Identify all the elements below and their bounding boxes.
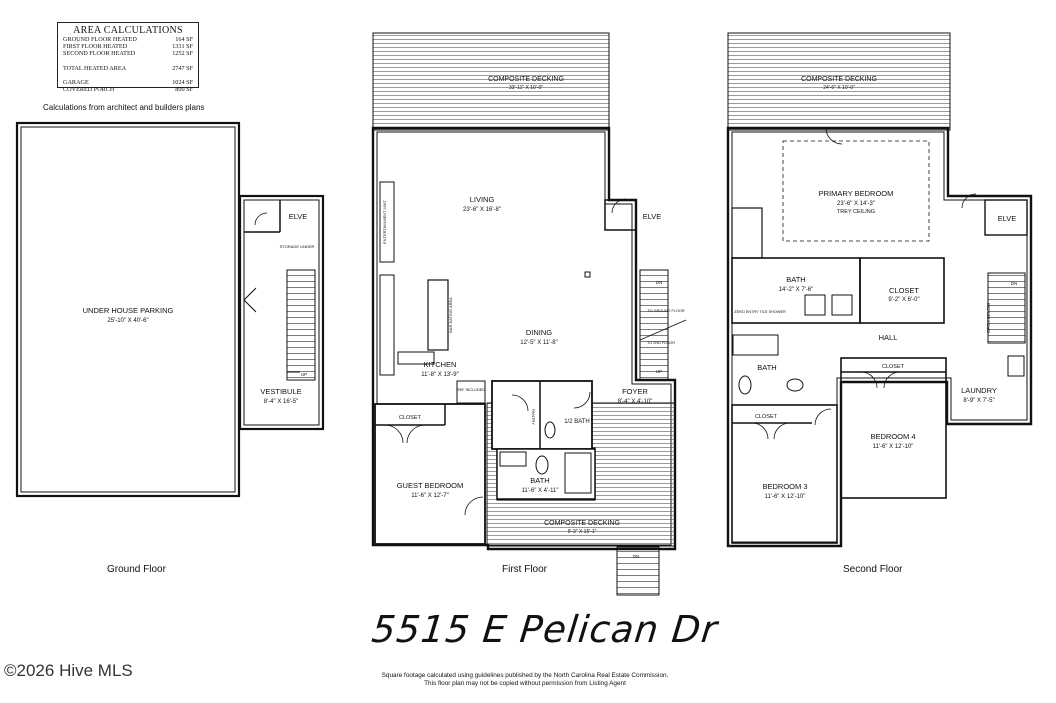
shower-label: ZERO ENTRY TILE SHOWER	[734, 310, 786, 314]
primary-bedroom-note: TREY CEILING	[837, 209, 875, 215]
kitchen-label: KITCHEN	[424, 360, 457, 369]
primary-bedroom-dims: 23'-6" X 14'-3"	[837, 201, 875, 207]
kitchen-dims: 11'-8" X 13'-9"	[421, 372, 458, 378]
first-rear-deck	[372, 32, 610, 131]
to-second-label: TO 2ND FLOOR	[647, 341, 675, 345]
dining-dims: 12'-5" X 11'-8"	[520, 340, 557, 346]
area-calculations-title: AREA CALCULATIONS	[73, 25, 183, 36]
half-bath-label: 1/2 BATH	[564, 419, 590, 425]
guest-bedroom-label: GUEST BEDROOM	[397, 481, 464, 490]
second-floor-label: Second Floor	[843, 564, 903, 575]
first-floor-plan	[371, 32, 687, 596]
second-stairs	[987, 272, 1026, 344]
deck-second-dims: 24'-6" X 10'-0"	[823, 85, 855, 91]
closet-guest-label: CLOSET	[399, 415, 422, 421]
ref-label: REF INCLUDED	[457, 388, 485, 392]
bedroom4-label: BEDROOM 4	[870, 432, 915, 441]
first-floor-label: First Floor	[502, 564, 547, 575]
dn-second-label: DN	[1011, 281, 1018, 286]
disclaimer-line-2: This floor plan may not be copied withou…	[424, 680, 626, 687]
bath-first-dims: 11'-6" X 4'-11"	[521, 488, 558, 494]
ground-floor-plan	[15, 121, 325, 498]
deck-second-label: COMPOSITE DECKING	[801, 76, 877, 83]
room-labels: UNDER HOUSE PARKING 25'-10" X 40'-6" ELV…	[83, 76, 1018, 559]
dn-porch-label: DN	[633, 554, 640, 559]
kitchen-island	[427, 279, 449, 351]
bath-first-label: BATH	[530, 476, 549, 485]
living-label: LIVING	[470, 195, 495, 204]
bath-second-label: BATH	[757, 363, 776, 372]
primary-bedroom-label: PRIMARY BEDROOM	[819, 189, 894, 198]
bedroom3-dims: 11'-6" X 12'-10"	[765, 494, 806, 500]
open-below-label: OPEN BELOW	[986, 302, 991, 333]
up-ground-label: UP	[301, 372, 307, 377]
copyright-notice: ©2026 Hive MLS	[4, 661, 133, 680]
second-rear-deck	[727, 32, 951, 131]
parking-dims: 25'-10" X 40'-6"	[107, 318, 148, 324]
foyer-dims: 8'-4" X 4'-10"	[618, 399, 653, 405]
elve-second-label: ELVE	[998, 214, 1017, 223]
trey-ceiling	[782, 140, 930, 242]
laundry-label: LAUNDRY	[961, 386, 997, 395]
disclaimer: Square footage calculated using guidelin…	[330, 672, 720, 688]
ground-stairs	[286, 269, 316, 381]
vestibule-area	[238, 194, 325, 431]
first-stairs	[639, 269, 669, 381]
parking-label: UNDER HOUSE PARKING	[83, 306, 174, 315]
closet-primary-label: CLOSET	[889, 286, 919, 295]
calculation-note: Calculations from architect and builders…	[43, 103, 205, 112]
deck-front-dims: 9'-3" X 15'-1"	[568, 529, 597, 535]
vestibule-dims: 8'-4" X 16'-5"	[264, 399, 299, 405]
elve-first-label: ELVE	[643, 212, 662, 221]
ground-floor-label: Ground Floor	[107, 564, 166, 575]
bath-primary-dims: 14'-2" X 7'-6"	[779, 287, 814, 293]
porch-stairs	[616, 546, 660, 596]
elve-ground-label: ELVE	[289, 212, 308, 221]
vestibule-label: VESTIBULE	[260, 387, 301, 396]
dn-first-label: DN	[656, 280, 663, 285]
deck-first-dims: 33'-11" X 10'-0"	[509, 85, 543, 91]
entertainment-unit-label: ENTERTAINMENT UNIT	[382, 199, 387, 244]
bedroom4-dims: 11'-6" X 12'-10"	[873, 444, 914, 450]
bath-primary-label: BATH	[786, 275, 805, 284]
property-address: 5515 E Pelican Dr	[369, 608, 720, 651]
disclaimer-line-1: Square footage calculated using guidelin…	[381, 672, 669, 679]
entertainment-unit	[379, 181, 395, 263]
storage-label: STORAGE UNDER	[280, 244, 315, 249]
second-floor-plan	[726, 32, 1033, 548]
to-ground-label: TO GROUND FLOOR	[647, 309, 685, 313]
pantry-label: PANTRY	[531, 409, 536, 425]
foyer-label: FOYER	[622, 387, 648, 396]
guest-bedroom-dims: 11'-6" X 12'-7"	[411, 493, 448, 499]
closet-primary-dims: 9'-2" X 6'-0"	[888, 297, 919, 303]
closet-bed4-label: CLOSET	[882, 364, 905, 370]
bedroom3-label: BEDROOM 3	[762, 482, 807, 491]
island-label: BAR EATING AREA	[448, 297, 453, 333]
deck-front-label: COMPOSITE DECKING	[544, 520, 620, 527]
laundry-dims: 8'-9" X 7'-5"	[963, 398, 994, 404]
dining-label: DINING	[526, 328, 552, 337]
hall-label: HALL	[879, 333, 898, 342]
deck-first-label: COMPOSITE DECKING	[488, 76, 564, 83]
up-first-label: UP	[656, 369, 662, 374]
living-dims: 23'-6" X 16'-8"	[463, 207, 501, 213]
closet-bed3-label: CLOSET	[755, 414, 778, 420]
